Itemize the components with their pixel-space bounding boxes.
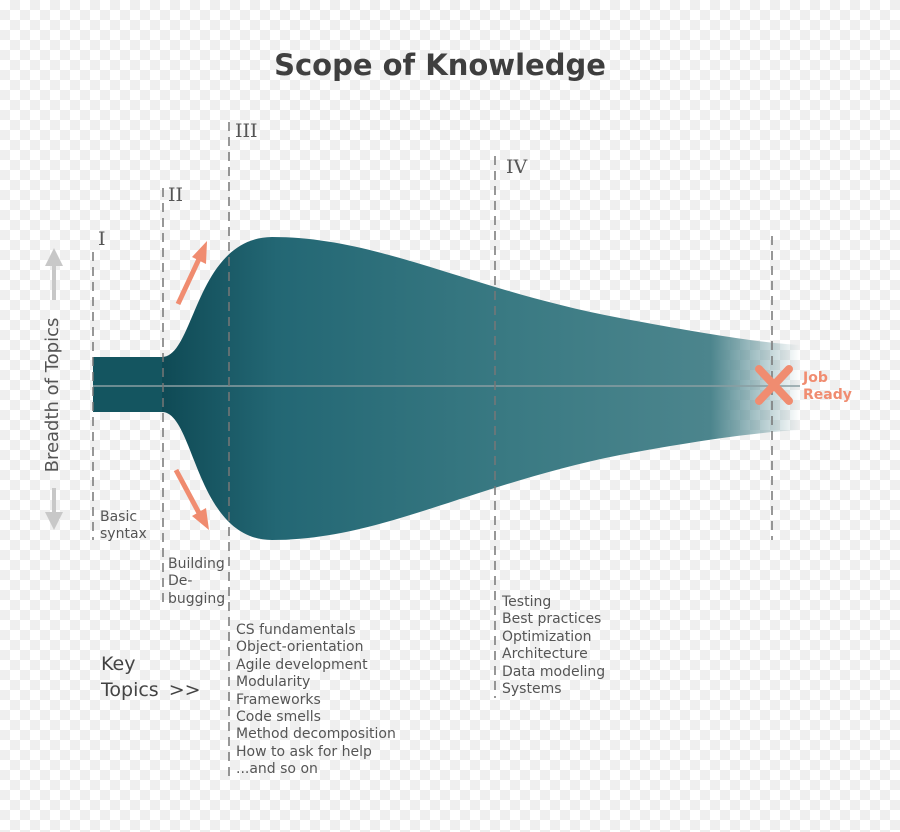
job-ready-label: Job Ready	[803, 370, 852, 404]
phase-two-topics: Building De- bugging	[168, 556, 226, 607]
phase-numeral-iv: IV	[506, 156, 528, 178]
phase-numeral-iii: III	[235, 120, 258, 142]
phase-one-bar	[93, 357, 165, 412]
phase-three-topics: CS fundamentals Object-orientation Agile…	[236, 622, 396, 778]
key-topics-arrows: >>	[168, 679, 201, 701]
expand-down-arrow-icon	[173, 468, 209, 530]
breadth-axis-label: Breadth of Topics	[42, 317, 63, 473]
job-ready-cross-icon	[755, 365, 793, 405]
breadth-down-arrow-icon	[45, 488, 63, 530]
job-ready-line2: Ready	[803, 387, 852, 403]
key-topics-line1: Key	[101, 653, 136, 675]
diagram-title: Scope of Knowledge	[274, 48, 606, 82]
phase-four-topics: Testing Best practices Optimization Arch…	[502, 594, 606, 698]
phase-numeral-ii: II	[168, 184, 184, 206]
knowledge-scope-shape	[162, 237, 800, 540]
phase-one-topics: Basic syntax	[100, 509, 147, 543]
key-topics-line2: Topics	[101, 679, 159, 701]
breadth-up-arrow-icon	[45, 248, 63, 300]
job-ready-line1: Job	[803, 370, 828, 386]
phase-numeral-i: I	[98, 228, 106, 250]
expand-up-arrow-icon	[175, 241, 207, 306]
key-topics-label: Key Topics >>	[101, 651, 201, 703]
